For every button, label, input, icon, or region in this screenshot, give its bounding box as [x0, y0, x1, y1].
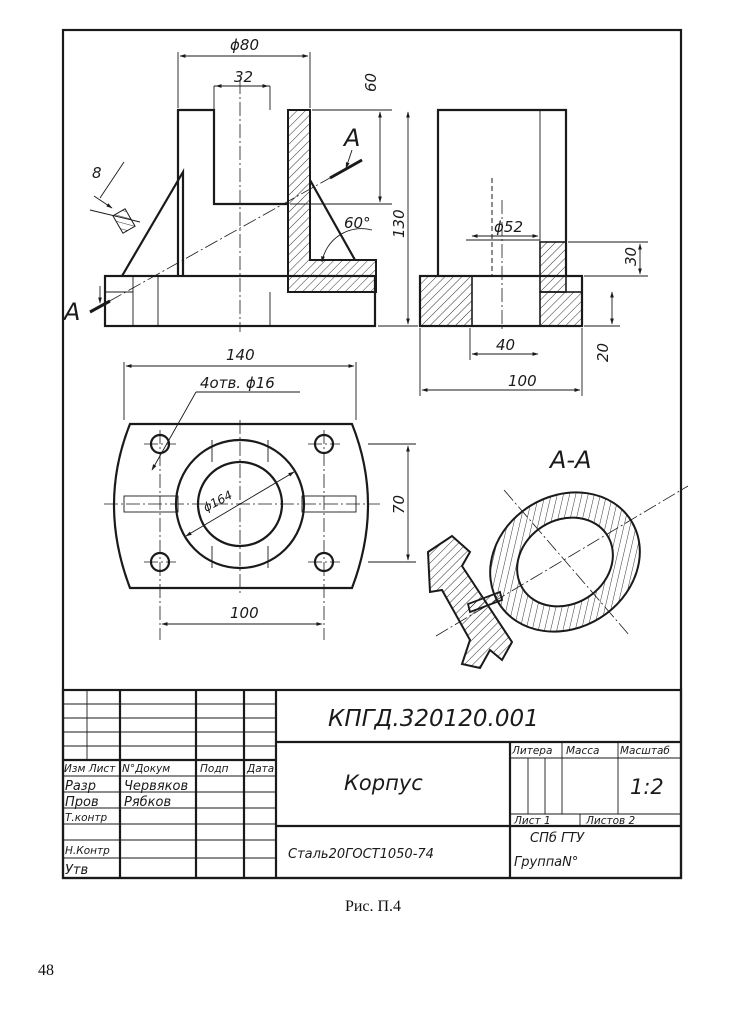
cut-label-bottom: A [62, 298, 80, 326]
dim-70: 70 [390, 495, 408, 514]
header-izm-list: Изм Лист [64, 763, 116, 775]
dim-140: 140 [226, 346, 255, 364]
header-masshtab: Масштаб [620, 745, 670, 757]
section-title: A-A [548, 446, 592, 474]
sheet-number: Лист 1 [513, 815, 551, 827]
dim-angle-60: 60° [344, 214, 371, 232]
dim-32: 32 [234, 68, 253, 86]
cut-label-top: A [342, 124, 360, 152]
dim-100-plan: 100 [230, 604, 259, 622]
prov-name: Рябков [124, 795, 171, 810]
role-nkontr: Н.Контр [65, 845, 110, 857]
title-block: КПГД.320120.001 Корпус Сталь20ГОСТ1050-7… [61, 688, 683, 880]
header-data: Дата [246, 763, 274, 775]
side-view: ϕ52 30 20 40 100 [418, 108, 648, 396]
dim-d80: ϕ80 [230, 36, 259, 54]
role-tkontr: Т.контр [65, 812, 107, 824]
front-section-hatch [287, 109, 377, 293]
dim-30: 30 [622, 247, 640, 266]
sheet-count: Листов 2 [585, 815, 636, 827]
designation: КПГД.320120.001 [328, 706, 539, 732]
role-razr: Разр [65, 779, 96, 794]
dim-d52: ϕ52 [494, 218, 523, 236]
dim-20: 20 [594, 343, 612, 362]
plan-view: 140 4отв. ϕ16 ϕ164 70 100 [104, 346, 416, 640]
organization: СПб ГТУ [530, 831, 585, 846]
header-litera: Литера [511, 745, 552, 757]
dim-100-side: 100 [508, 372, 537, 390]
material: Сталь20ГОСТ1050-74 [288, 847, 434, 862]
razr-name: Червяков [124, 779, 188, 794]
part-name: Корпус [344, 771, 423, 795]
role-prov: Пров [65, 795, 99, 810]
dim-130: 130 [390, 209, 408, 238]
dim-40: 40 [496, 336, 515, 354]
header-n-dokum: N°Докум [122, 763, 170, 775]
page-number: 48 [38, 962, 54, 979]
role-utv: Утв [65, 863, 88, 878]
group-label: ГруппаN° [514, 855, 578, 870]
header-podp: Подп [200, 763, 229, 775]
dim-holes: 4отв. ϕ16 [200, 374, 275, 392]
dim-60: 60 [362, 73, 380, 92]
dim-8: 8 [92, 164, 102, 182]
header-massa: Масса [566, 745, 599, 757]
figure-caption: Рис. П.4 [344, 898, 402, 915]
front-view: A A 8 ϕ80 32 60 130 60° [62, 36, 418, 332]
scale-value: 1:2 [630, 775, 664, 799]
section-a-a: A-A [426, 446, 689, 670]
